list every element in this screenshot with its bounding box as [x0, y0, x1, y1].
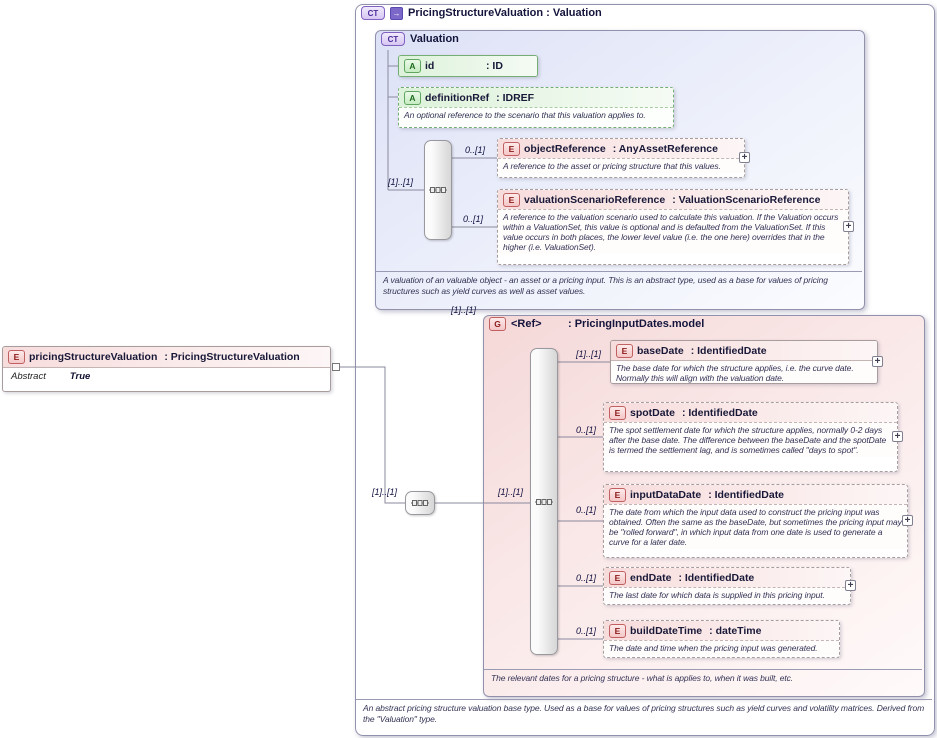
occurrence-label: [1]..[1] — [451, 305, 477, 315]
element-icon: E — [503, 141, 520, 156]
element-name: endDate — [630, 571, 672, 584]
sequence-connector — [530, 348, 558, 655]
sequence-icon — [535, 498, 553, 505]
element-enddate[interactable]: E endDate : IdentifiedDate The last date… — [603, 567, 851, 605]
element-type: : IdentifiedDate — [681, 406, 758, 419]
element-annotation: The date from which the input data used … — [604, 504, 907, 549]
base-type-annotation: A valuation of an valuable object - an a… — [376, 271, 862, 296]
element-valuationscenarioreference[interactable]: E valuationScenarioReference : Valuation… — [497, 189, 849, 265]
sequence-icon — [429, 187, 447, 193]
element-annotation: A reference to the valuation scenario us… — [498, 209, 848, 254]
element-name: valuationScenarioReference — [524, 193, 666, 206]
element-icon: E — [609, 487, 626, 502]
occurrence-label: 0..[1] — [463, 214, 484, 224]
element-header: E endDate : IdentifiedDate — [604, 568, 850, 587]
element-header: E spotDate : IdentifiedDate — [604, 403, 897, 422]
attribute-type: : IDREF — [496, 91, 535, 104]
outer-type-header: CT → PricingStructureValuation : Valuati… — [361, 6, 602, 20]
occurrence-label: 0..[1] — [576, 425, 597, 435]
element-basedate[interactable]: E baseDate : IdentifiedDate The base dat… — [610, 340, 878, 384]
element-type: : IdentifiedDate — [708, 488, 785, 501]
occurrence-label: 0..[1] — [576, 573, 597, 583]
element-annotation: The date and time when the pricing input… — [604, 640, 839, 655]
attribute-name: definitionRef — [425, 91, 490, 104]
element-name: spotDate — [630, 406, 675, 419]
element-name: buildDateTime — [630, 624, 703, 637]
element-type: : PricingStructureValuation — [164, 351, 300, 363]
attribute-icon: A — [404, 59, 421, 73]
element-name: pricingStructureValuation — [29, 351, 158, 363]
attribute-name: id — [425, 60, 435, 72]
element-type: : AnyAssetReference — [612, 142, 718, 155]
abstract-value: True — [69, 371, 91, 382]
occurrence-label: [1]..[1] — [388, 177, 414, 187]
base-type-title: Valuation — [410, 33, 459, 45]
element-properties: Abstract True — [3, 367, 330, 385]
group-annotation: The relevant dates for a pricing structu… — [484, 669, 922, 684]
element-objectreference[interactable]: E objectReference : AnyAssetReference A … — [497, 138, 745, 178]
element-annotation: The base date for which the structure ap… — [611, 360, 877, 383]
element-icon: E — [8, 350, 25, 364]
complextype-icon: CT — [381, 32, 405, 46]
base-type-header: CT Valuation — [381, 32, 459, 46]
attribute-type: : ID — [486, 60, 503, 72]
attribute-id[interactable]: A id : ID — [398, 55, 538, 77]
element-inputdatadate[interactable]: E inputDataDate : IdentifiedDate The dat… — [603, 484, 908, 558]
occurrence-label: 0..[1] — [576, 626, 597, 636]
element-pricingstructurevaluation[interactable]: E pricingStructureValuation : PricingStr… — [2, 346, 331, 392]
sequence-connector — [424, 140, 452, 240]
element-name: inputDataDate — [630, 488, 702, 501]
element-name: objectReference — [524, 142, 606, 155]
element-annotation: The last date for which data is supplied… — [604, 587, 850, 602]
element-type: : dateTime — [709, 624, 762, 637]
element-builddatetime[interactable]: E buildDateTime : dateTime The date and … — [603, 620, 840, 658]
occurrence-label: 0..[1] — [576, 505, 597, 515]
element-header: E objectReference : AnyAssetReference — [498, 139, 744, 158]
expand-icon[interactable]: + — [902, 515, 913, 526]
expand-icon[interactable]: + — [892, 431, 903, 442]
attribute-icon: A — [404, 90, 421, 105]
element-header: E valuationScenarioReference : Valuation… — [498, 190, 848, 209]
occurrence-label: [1]..[1] — [372, 487, 398, 497]
expand-icon[interactable]: + — [739, 152, 750, 163]
derived-by-extension-icon: → — [390, 6, 403, 20]
element-icon: E — [503, 192, 520, 207]
element-annotation: A reference to the asset or pricing stru… — [498, 158, 744, 173]
element-icon: E — [609, 570, 626, 585]
occurrence-label: [1]..[1] — [576, 349, 602, 359]
group-type: : PricingInputDates.model — [568, 318, 705, 330]
element-icon: E — [609, 623, 626, 638]
attribute-annotation: An optional reference to the scenario th… — [399, 107, 673, 122]
sequence-connector — [405, 491, 435, 515]
attribute-header: A definitionRef : IDREF — [399, 88, 673, 107]
outer-type-title: PricingStructureValuation : Valuation — [408, 7, 602, 19]
element-type: : ValuationScenarioReference — [672, 193, 821, 206]
element-header: E pricingStructureValuation : PricingStr… — [3, 347, 330, 367]
element-type: : IdentifiedDate — [690, 344, 767, 357]
expand-icon[interactable]: + — [843, 221, 854, 232]
element-icon: E — [609, 405, 626, 420]
element-icon: E — [616, 343, 633, 358]
attribute-header: A id : ID — [399, 56, 537, 76]
expand-icon[interactable]: + — [872, 356, 883, 367]
sequence-icon — [411, 500, 429, 506]
element-spotdate[interactable]: E spotDate : IdentifiedDate The spot set… — [603, 402, 898, 472]
connection-point — [332, 363, 340, 371]
attribute-definitionref[interactable]: A definitionRef : IDREF An optional refe… — [398, 87, 674, 128]
group-header: G <Ref> : PricingInputDates.model — [489, 317, 704, 331]
element-type: : IdentifiedDate — [678, 571, 755, 584]
element-annotation: The spot settlement date for which the s… — [604, 422, 897, 457]
abstract-label: Abstract — [11, 371, 46, 382]
element-name: baseDate — [637, 344, 684, 357]
element-header: E buildDateTime : dateTime — [604, 621, 839, 640]
expand-icon[interactable]: + — [845, 580, 856, 591]
outer-type-annotation: An abstract pricing structure valuation … — [356, 699, 932, 724]
group-icon: G — [489, 317, 506, 331]
group-name: <Ref> — [511, 318, 542, 330]
occurrence-label: 0..[1] — [465, 145, 486, 155]
element-header: E inputDataDate : IdentifiedDate — [604, 485, 907, 504]
occurrence-label: [1]..[1] — [498, 487, 524, 497]
complextype-icon: CT — [361, 6, 385, 20]
element-header: E baseDate : IdentifiedDate — [611, 341, 877, 360]
